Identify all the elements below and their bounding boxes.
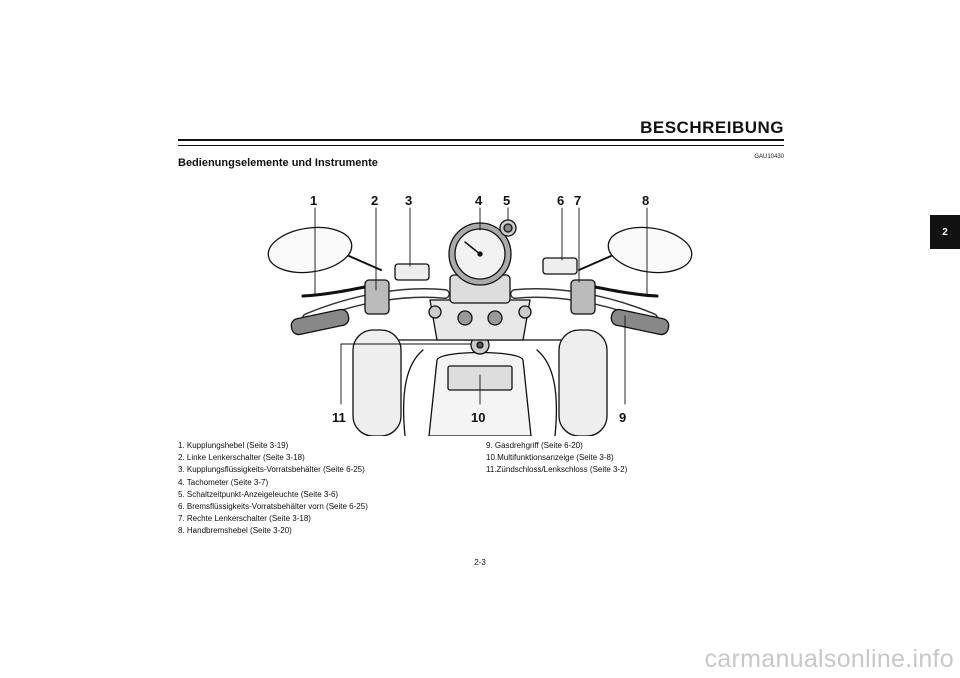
section-title: Bedienungselemente und Instrumente	[178, 157, 378, 169]
handlebar-diagram: 1 2 3 4 5 6 7 8 9 10 11	[255, 190, 705, 436]
callout-6: 6	[557, 193, 564, 208]
callout-1: 1	[310, 193, 317, 208]
legend-item: 2. Linke Lenkerschalter (Seite 3-18)	[178, 453, 305, 463]
legend-item: 7. Rechte Lenkerschalter (Seite 3-18)	[178, 514, 311, 524]
legend-item: 8. Handbremshebel (Seite 3-20)	[178, 526, 292, 536]
legend-item: 5. Schaltzeitpunkt-Anzeigeleuchte (Seite…	[178, 489, 339, 499]
legend-item: 3. Kupplungsflüssigkeits-Vorratsbehälter…	[178, 465, 365, 475]
clutch-lever	[301, 283, 377, 298]
left-grip	[290, 308, 350, 336]
legend-left-column: 1. Kupplungshebel (Seite 3-19) 2. Linke …	[178, 440, 478, 538]
legend-item: 1. Kupplungshebel (Seite 3-19)	[178, 441, 289, 450]
right-switch-housing	[570, 279, 596, 315]
callout-11: 11	[332, 410, 346, 425]
legend-item: 6. Bremsflüssigkeits-Vorratsbehälter vor…	[178, 502, 368, 512]
brake-reservoir	[542, 257, 578, 275]
legend-right-column: 9. Gasdrehgriff (Seite 6-20) 10.Multifun…	[486, 440, 786, 477]
page-header-title: BESCHREIBUNG	[640, 118, 784, 137]
header-rule	[178, 139, 784, 141]
legend-item: 10.Multifunktionsanzeige (Seite 3-8)	[486, 453, 614, 463]
callout-5: 5	[503, 193, 510, 208]
callout-7: 7	[574, 193, 581, 208]
callout-3: 3	[405, 193, 412, 208]
tank-left-side	[352, 329, 402, 436]
callout-10: 10	[471, 410, 485, 425]
right-mirror	[607, 226, 693, 274]
triple-clamp	[429, 299, 531, 341]
tank-right-side	[558, 329, 608, 436]
clutch-reservoir	[394, 263, 430, 281]
tank-right-panel	[536, 349, 558, 436]
callout-8: 8	[642, 193, 649, 208]
brake-lever	[583, 283, 659, 298]
legend-item: 4. Tachometer (Seite 3-7)	[178, 477, 269, 487]
handlebar-illustration: 1 2 3 4 5 6 7 8 9 10 11	[267, 193, 693, 436]
tank-left-panel	[402, 349, 424, 436]
header-rule-thin	[178, 145, 784, 146]
callout-9: 9	[619, 410, 626, 425]
left-switch-housing	[364, 279, 390, 315]
callout-2: 2	[371, 193, 378, 208]
legend-item: 11.Zündschloss/Lenkschloss (Seite 3-2)	[486, 465, 628, 475]
left-mirror	[267, 226, 353, 274]
callout-4: 4	[475, 193, 483, 208]
legend-item: 9. Gasdrehgriff (Seite 6-20)	[486, 441, 583, 450]
chapter-tab[interactable]: 2	[930, 215, 960, 249]
document-code: GAU10430	[754, 154, 784, 160]
watermark: carmanualsonline.info	[704, 645, 954, 673]
right-grip	[610, 308, 670, 336]
page-number: 2-3	[474, 558, 486, 567]
